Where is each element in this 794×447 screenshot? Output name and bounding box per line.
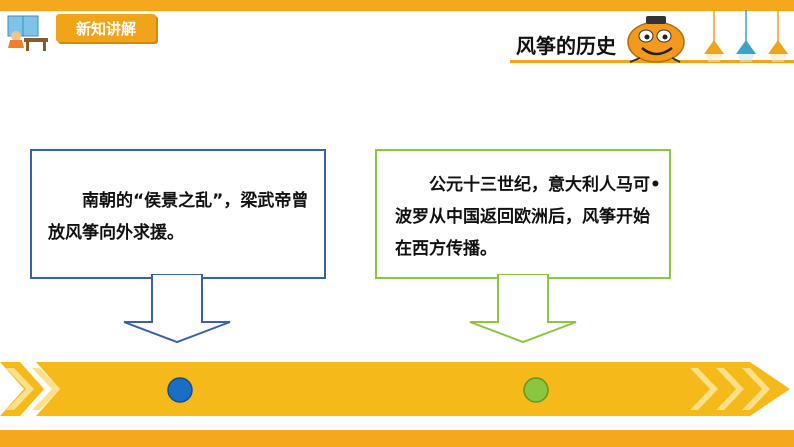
lamp-icon [700, 10, 794, 66]
event-card-marco-polo: 公元十三世纪，意大利人马可•波罗从中国返回欧洲后，风筝开始在西方传播。 [375, 149, 671, 279]
event-text: 南朝的“侯景之乱”，梁武帝曾放风筝向外求援。 [48, 191, 309, 243]
mascot-icon [620, 12, 700, 72]
event-text: 公元十三世纪，意大利人马可•波罗从中国返回欧洲后，风筝开始在西方传播。 [395, 175, 661, 259]
top-accent-bar [0, 0, 794, 11]
page-title: 风筝的历史 [516, 34, 616, 58]
student-desk-icon [6, 14, 50, 56]
down-arrow-green [469, 274, 577, 344]
down-arrow-blue [123, 274, 231, 344]
section-tag: 新知讲解 [56, 14, 156, 42]
timeline-marker-green [523, 377, 549, 403]
timeline-marker-blue [167, 377, 193, 403]
event-card-southern-dynasty: 南朝的“侯景之乱”，梁武帝曾放风筝向外求援。 [30, 149, 326, 279]
timeline-bar [0, 362, 790, 416]
bottom-accent-bar [0, 430, 794, 447]
